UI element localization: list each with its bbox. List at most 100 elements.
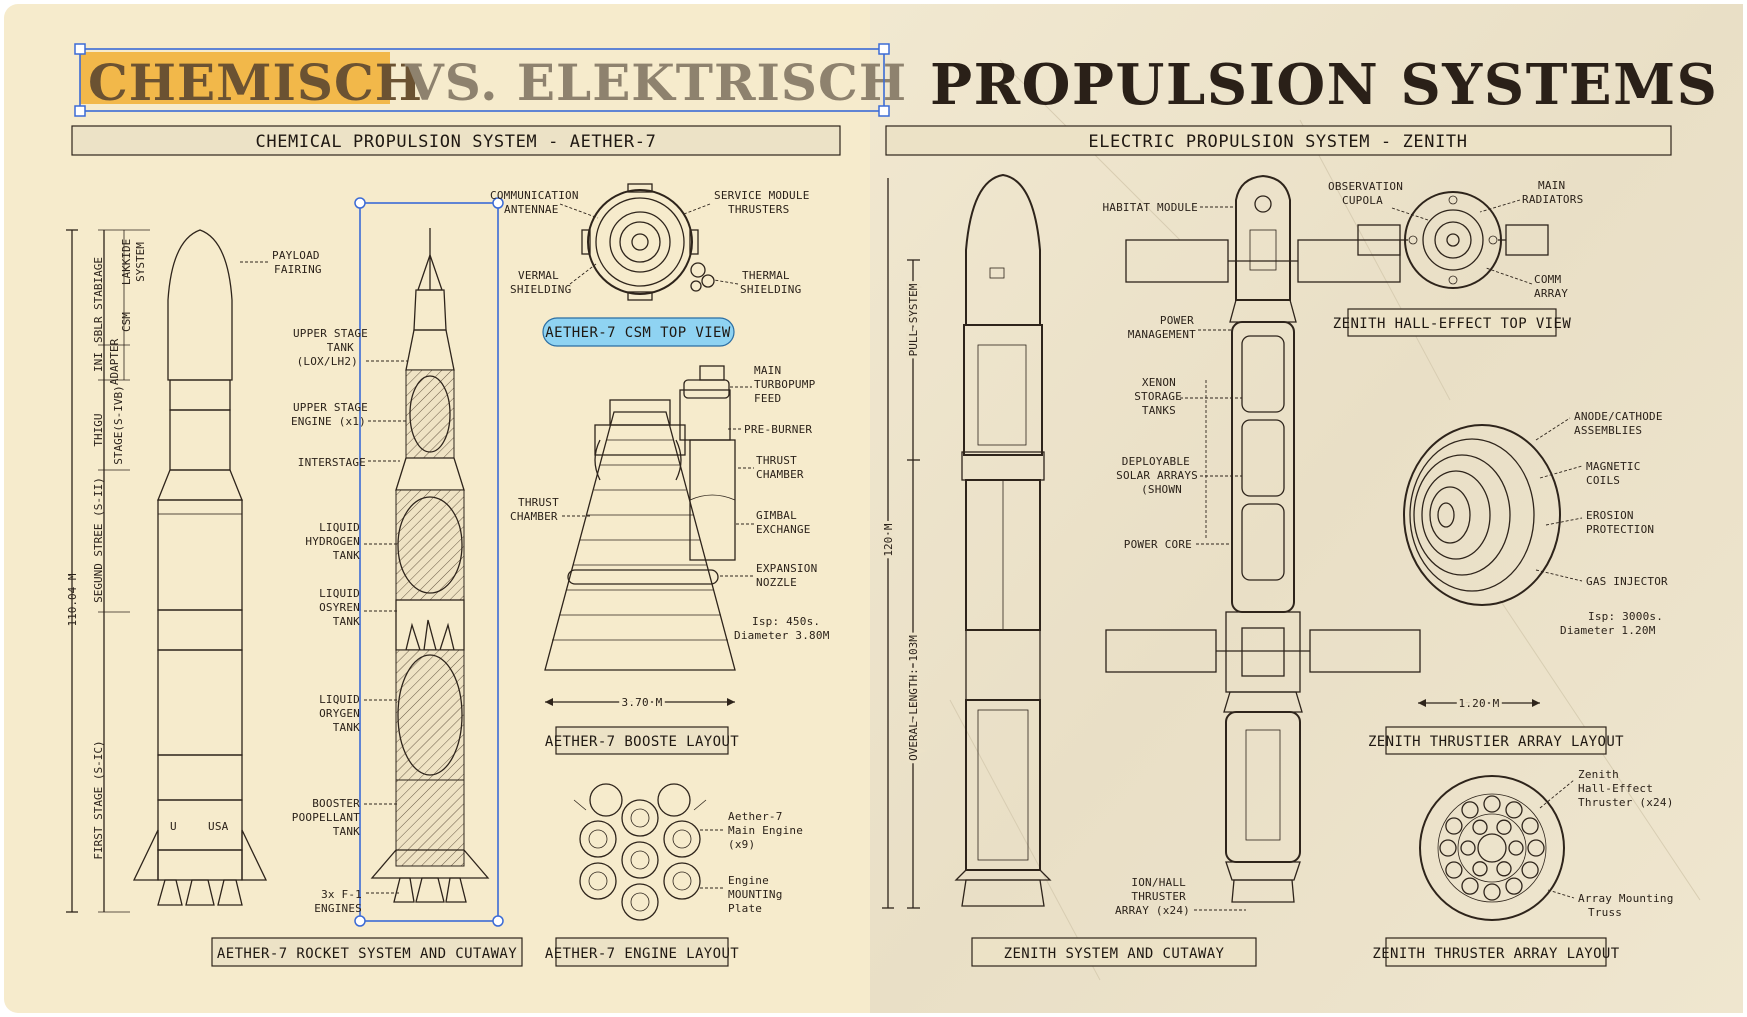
selection-handle[interactable]: [878, 105, 890, 117]
dim-engine-width: 3.70 M: [622, 696, 663, 709]
dim-ship-height: 120 M: [882, 523, 895, 556]
label-csm-vermal: SHIELDING: [510, 283, 571, 296]
electric-header: ELECTRIC PROPULSION SYSTEM - ZENITH: [1088, 132, 1467, 152]
caption-box: [1347, 308, 1557, 337]
hall-thruster-unit: [1505, 801, 1523, 819]
hall-thruster-unit: [1496, 819, 1512, 835]
stage-label: INI: [92, 352, 105, 372]
label-payload: PAYLOAD: [272, 249, 320, 262]
dim-thruster-width: 1.20 M: [1459, 697, 1500, 710]
svg-text:USA: USA: [208, 820, 229, 833]
label-power-core: POWER CORE: [1124, 538, 1192, 551]
caption-array-layout: ZENITH THRUSTER ARRAY LAYOUT: [1372, 946, 1619, 962]
zenith-ship-cutaway: 120 M PULL SYSTEM OVERAL LENGTH: 103M: [879, 173, 1052, 909]
stage-label: LAKKIDE: [120, 239, 133, 285]
title-chemisch: CHEMISCH: [88, 53, 423, 112]
label-truss: Truss: [1588, 906, 1622, 919]
stage-label: SBLR STABIAGE: [92, 257, 105, 343]
hall-thruster-unit: [1445, 817, 1463, 835]
hall-thruster-unit: [1521, 817, 1539, 835]
label-power-mgmt: POWER: [1160, 314, 1194, 327]
label-radiators: RADIATORS: [1522, 193, 1583, 206]
hall-thruster-unit: [1508, 840, 1524, 856]
label-lox2: ORYGEN: [319, 707, 360, 720]
title-vs-elektrisch: VS. ELEKTRISCH: [404, 53, 907, 112]
hall-thruster-unit: [1445, 861, 1463, 879]
hall-thruster-unit: [1472, 819, 1488, 835]
label-engines: ENGINES: [314, 902, 362, 915]
stage-label: FIRST STAGE (S-IC): [92, 740, 105, 859]
label-cupola: CUPOLA: [1342, 194, 1383, 207]
hall-thruster-unit: [1483, 795, 1501, 813]
paper-right: [870, 4, 1743, 1013]
selection-handle[interactable]: [878, 43, 890, 55]
label-anode: ASSEMBLIES: [1574, 424, 1642, 437]
label-solar-arrays: DEPLOYABLE: [1122, 455, 1190, 468]
hall-thruster-unit: [1460, 840, 1476, 856]
label-overall-length: OVERAL LENGTH: 103M: [907, 635, 920, 761]
selection-handle[interactable]: [74, 43, 86, 55]
label-main-engine: Main Engine: [728, 824, 803, 837]
label-lox1: TANK: [333, 615, 360, 628]
label-upper-tank: (LOX/LH2): [297, 355, 358, 368]
label-gimbal: EXCHANGE: [756, 523, 811, 536]
label-comm-array: ARRAY: [1534, 287, 1568, 300]
stage-label: ADAPTER: [108, 338, 121, 385]
caption-thruster-layout: ZENITH THRUSTIER ARRAY LAYOUT: [1368, 734, 1624, 750]
label-csm-service: SERVICE MODULE: [714, 189, 810, 202]
caption-zenith-system: ZENITH SYSTEM AND CUTAWAY: [1004, 946, 1225, 962]
caption-box: [971, 937, 1257, 967]
label-mounting-plate: Engine: [728, 874, 769, 887]
caption-booster-layout: AETHER-7 BOOSTE LAYOUT: [545, 734, 739, 750]
label-anode: ANODE/CATHODE: [1574, 410, 1663, 423]
selection-handle[interactable]: [354, 197, 366, 209]
label-lox1: OSYREN: [319, 601, 360, 614]
hall-thruster-unit: [1527, 839, 1545, 857]
label-pull-system: PULL SYSTEM: [907, 283, 920, 356]
selection-handle[interactable]: [74, 105, 86, 117]
stage-label: SEGUND STREE (S-II): [92, 477, 105, 603]
hall-thruster-unit: [1461, 877, 1479, 895]
label-booster: BOOSTER: [312, 797, 360, 810]
caption-box: [555, 937, 729, 967]
selection-handle[interactable]: [354, 915, 366, 927]
svg-text:U: U: [170, 820, 177, 833]
label-engines: 3x F-1: [321, 888, 362, 901]
label-main-engine: Aether-7: [728, 810, 783, 823]
selection-handle[interactable]: [492, 197, 504, 209]
label-xenon: XENON: [1142, 376, 1176, 389]
label-hall-array: Hall-Effect: [1578, 782, 1653, 795]
hall-thruster-unit: [1461, 801, 1479, 819]
aether-rocket-cutaway: UPPER STAGE TANK (LOX/LH2) UPPER STAGE E…: [291, 197, 504, 927]
title-selection-box[interactable]: [79, 48, 885, 112]
label-nozzle: NOZZLE: [756, 576, 797, 589]
chemical-header-box: [71, 125, 841, 156]
label-ion-array: ION/HALL: [1131, 876, 1186, 889]
label-ion-array: ARRAY (x24): [1115, 904, 1190, 917]
csm-top-view: COMMUNICATION ANTENNAE SERVICE MODULE TH…: [490, 183, 810, 347]
label-cupola: OBSERVATION: [1328, 180, 1403, 193]
cutaway-selection-box[interactable]: [359, 202, 499, 922]
aether-engine-layout: Aether-7 Main Engine (x9) Engine MOUNTIN…: [573, 783, 803, 921]
label-csm-vermal: VERMAL: [518, 269, 559, 282]
dim-total-height: 110.04 M: [66, 573, 79, 626]
label-xenon: TANKS: [1142, 404, 1176, 417]
label-thrust-chamber: THRUST: [756, 454, 797, 467]
label-turbopump: MAIN: [754, 364, 781, 377]
caption-rocket-cutaway: AETHER-7 ROCKET SYSTEM AND CUTAWAY: [217, 946, 517, 962]
label-magnetic: COILS: [1586, 474, 1620, 487]
label-interstage: INTERSTAGE: [298, 456, 366, 469]
label-erosion: PROTECTION: [1586, 523, 1654, 536]
label-main-engine: (x9): [728, 838, 755, 851]
label-booster: POOPELLANT: [292, 811, 360, 824]
label-mounting-plate: MOUNTINg: [728, 888, 783, 901]
label-upper-engine: ENGINE (x1): [291, 415, 366, 428]
label-thrust-chamber-left: CHAMBER: [510, 510, 558, 523]
selection-handle[interactable]: [492, 915, 504, 927]
csm-top-view-badge[interactable]: [542, 317, 735, 347]
label-solar-arrays: SOLAR ARRAYS: [1116, 469, 1198, 482]
hall-thruster-unit: [1496, 861, 1512, 877]
label-gas-injector: GAS INJECTOR: [1586, 575, 1668, 588]
label-erosion: EROSION: [1586, 509, 1634, 522]
label-csm-thermal: THERMAL: [742, 269, 790, 282]
